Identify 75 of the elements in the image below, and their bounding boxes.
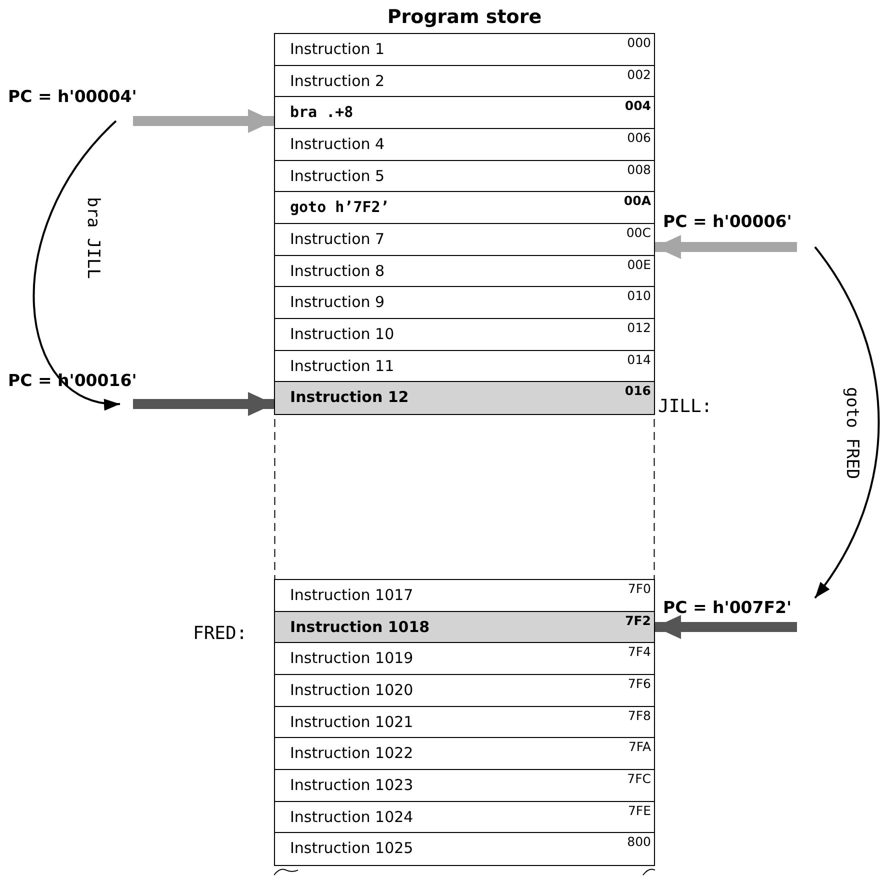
instruction-text: Instruction 2 [290,72,385,90]
address-text: 7FA [628,739,651,754]
column-heading: Program store [386,6,543,28]
memory-row [274,832,655,866]
memory-row [274,191,655,224]
instruction-text: Instruction 8 [290,262,385,280]
instruction-text: Instruction 1021 [290,712,414,731]
address-text: 016 [624,383,651,398]
address-text: 7FC [627,771,651,786]
pc-value-text: PC = h'00006' [663,212,792,247]
address-text: 7F0 [628,581,651,596]
arrow [814,246,880,599]
instruction-text: Instruction 1025 [290,839,414,858]
address-text: 00A [624,193,651,208]
instruction-text: Instruction 1022 [290,744,414,762]
instruction-text: Instruction 4 [290,135,385,153]
instruction-text: bra .+8 [290,103,354,122]
instruction-text: Instruction 10 [290,325,394,344]
instruction-text: Instruction 1023 [290,776,414,794]
memory-row [274,610,655,644]
arrow [133,109,274,133]
address-text: 00E [627,256,651,272]
instruction-text: goto h’7F2’ [290,198,390,216]
memory-row [274,350,655,383]
memory-row [274,642,655,676]
memory-row [274,33,655,66]
arrow [33,120,120,408]
memory-row [274,318,655,352]
memory-row [274,579,655,612]
address-text: 7F4 [628,644,651,660]
instruction-text: Instruction 5 [290,166,385,185]
label-text: FRED: [193,623,248,644]
address-text: 012 [627,320,651,336]
instruction-text: Instruction 1024 [290,808,414,826]
instruction-text: Instruction 1 [290,40,385,58]
memory-row [274,706,655,739]
memory-row [274,160,655,193]
arrow [655,615,797,639]
address-text: 002 [627,66,651,82]
arrow [133,392,274,416]
instruction-text: Instruction 12 [290,388,409,406]
memory-row [274,96,655,130]
memory-row [274,64,655,98]
address-text: 7F2 [625,612,651,628]
pc-value-text: PC = h'007F2' [663,598,792,627]
address-text: 7FE [628,802,651,818]
address-text: 010 [627,288,651,304]
instruction-text: Instruction 1017 [290,586,414,604]
instruction-text: Instruction 9 [290,293,385,312]
pc-value-text: PC = h'00004' [8,87,137,121]
address-text: 006 [627,130,651,145]
memory-row [274,674,655,708]
memory-row [274,737,655,770]
instruction-text: Instruction 1020 [290,681,414,699]
address-text: 7F6 [628,676,651,691]
arrow [655,235,797,259]
address-text: 7F8 [628,708,651,723]
memory-row [274,769,655,802]
address-text: 008 [627,162,651,177]
instruction-text: Instruction 1018 [290,618,430,636]
instruction-text: Instruction 7 [290,230,385,248]
memory-row [274,254,655,288]
address-text: 014 [627,352,651,367]
memory-row [274,286,655,320]
instruction-text: Instruction 1019 [290,649,414,668]
address-text: 00C [626,225,651,240]
memory-row [274,223,655,256]
address-text: 004 [624,98,651,114]
instruction-text: Instruction 11 [290,356,394,375]
memory-row [274,128,655,162]
address-text: 000 [627,35,651,50]
address-text: 800 [627,834,651,850]
label-text: JILL: [658,396,712,417]
memory-row [274,800,655,834]
memory-row [274,381,655,415]
